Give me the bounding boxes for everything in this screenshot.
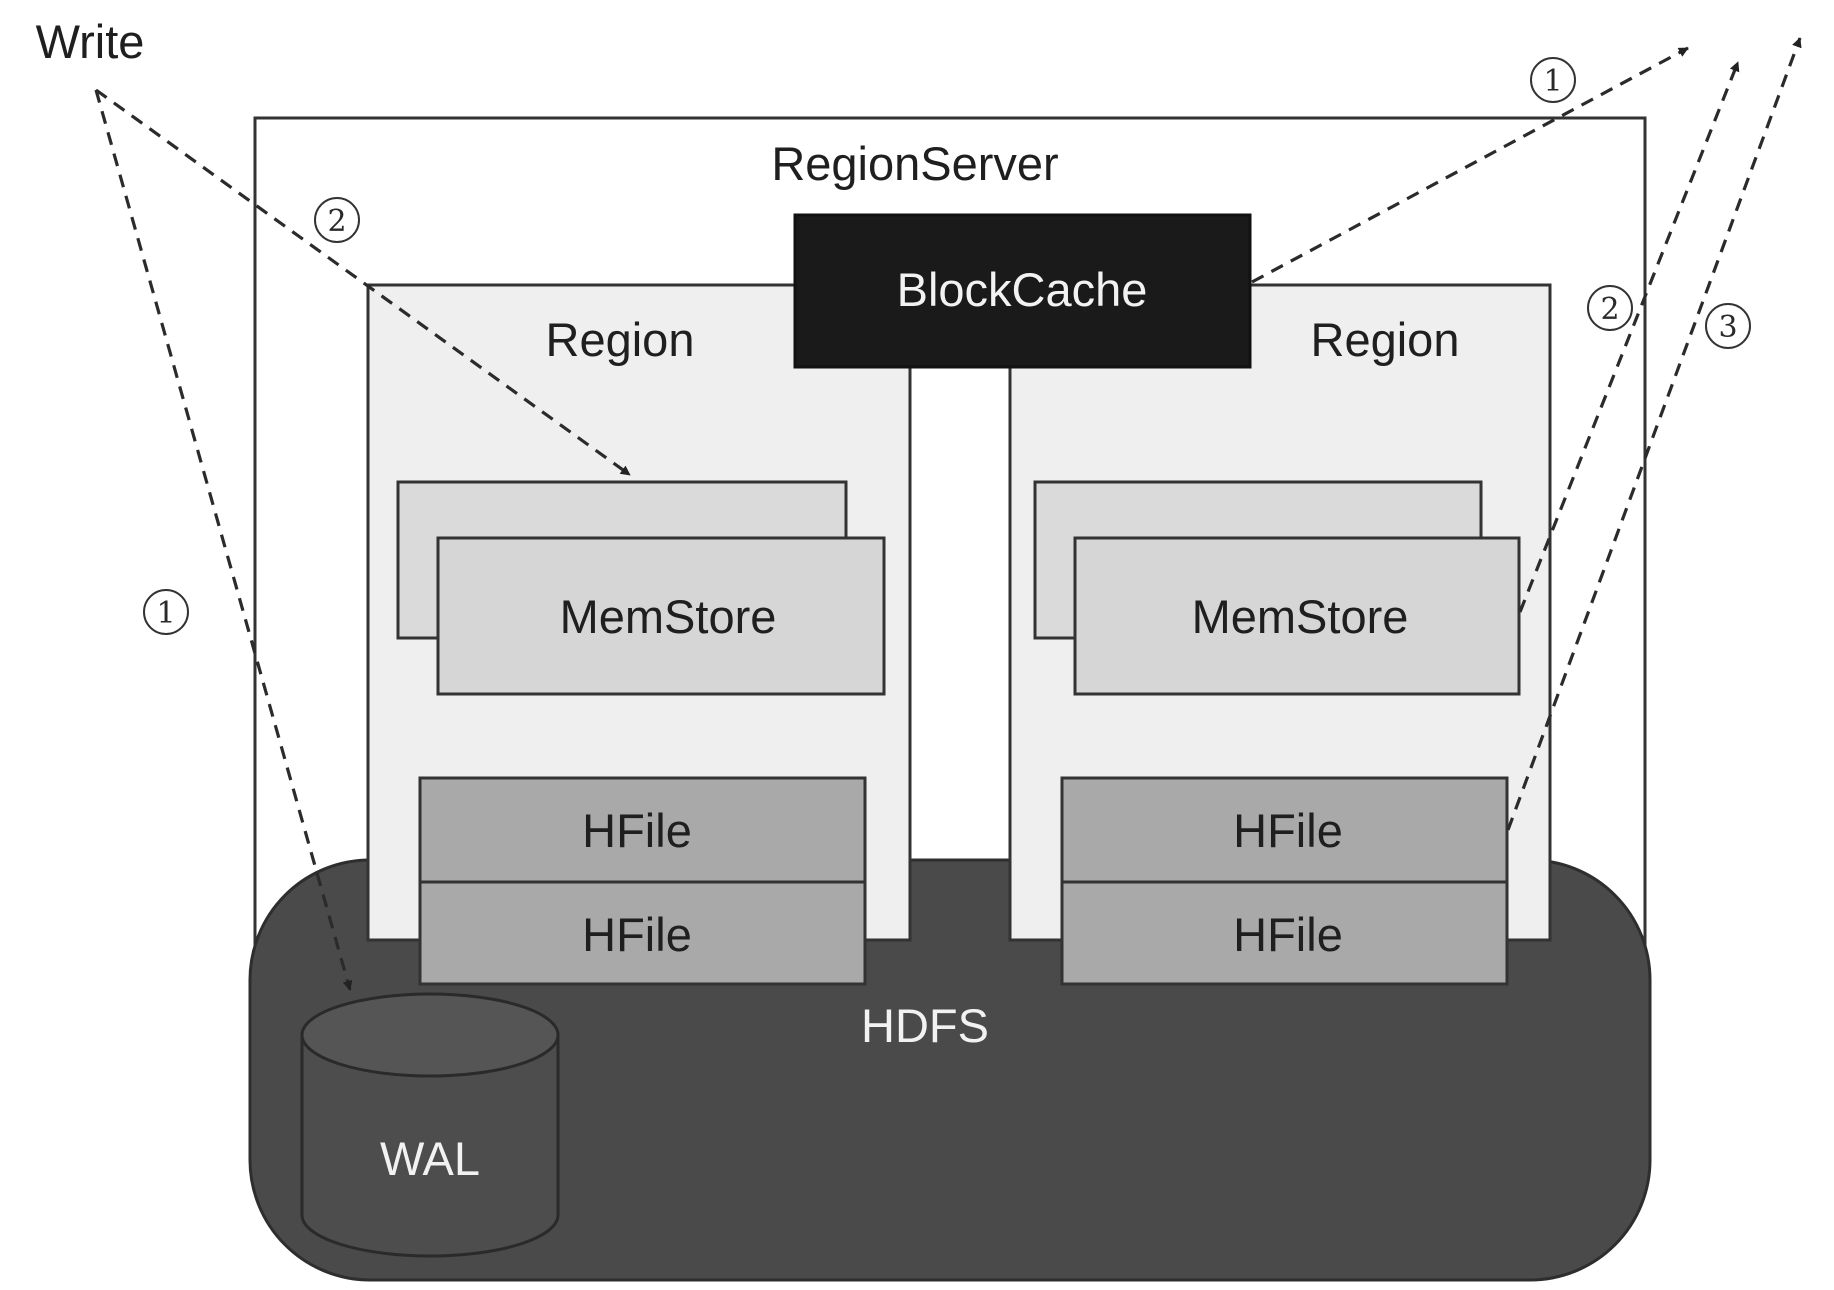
memstore-right-label: MemStore xyxy=(1192,590,1409,643)
step-marker-write-memstore-number: 2 xyxy=(327,204,346,239)
hfile-left-bottom xyxy=(418,880,867,986)
step-marker-read-blockcache: 1 xyxy=(1530,57,1576,103)
hfile-right-top-label: HFile xyxy=(1233,804,1343,857)
write-label: Write xyxy=(36,15,145,68)
step-marker-read-hfile-number: 3 xyxy=(1718,310,1737,345)
region-left-label: Region xyxy=(546,313,695,366)
hfile-left-top xyxy=(418,776,867,884)
wal-cylinder-body xyxy=(300,1033,560,1258)
memstore-read-arrow xyxy=(1518,61,1740,613)
hfile-left-top-label: HFile xyxy=(582,804,692,857)
blockcache-read-arrow xyxy=(1251,46,1689,284)
hfile-right-bottom xyxy=(1060,880,1509,986)
hdfs-label: HDFS xyxy=(861,999,989,1052)
step-marker-read-blockcache-number: 1 xyxy=(1543,64,1562,99)
memstore-left-front xyxy=(436,536,886,696)
region-right-label: Region xyxy=(1311,313,1460,366)
hfile-read-arrow xyxy=(1506,37,1802,831)
step-marker-write-wal: 1 xyxy=(143,589,189,635)
step-marker-read-memstore-number: 2 xyxy=(1600,292,1619,327)
step-marker-write-memstore: 2 xyxy=(314,197,360,243)
hfile-left-bottom-label: HFile xyxy=(582,908,692,961)
block-cache-box xyxy=(793,213,1252,369)
step-marker-read-hfile: 3 xyxy=(1705,303,1751,349)
hfile-right-bottom-label: HFile xyxy=(1233,908,1343,961)
memstore-right-front xyxy=(1073,536,1521,696)
region-server-label: RegionServer xyxy=(771,137,1058,190)
wal-cylinder-top xyxy=(300,992,560,1078)
wal-cylinder xyxy=(300,992,560,1258)
step-marker-read-memstore: 2 xyxy=(1587,285,1633,331)
write-to-wal-arrow xyxy=(94,89,353,991)
wal-label: WAL xyxy=(380,1132,480,1185)
block-cache-label: BlockCache xyxy=(897,263,1148,316)
memstore-left-label: MemStore xyxy=(560,590,777,643)
step-marker-write-wal-number: 1 xyxy=(156,596,175,631)
